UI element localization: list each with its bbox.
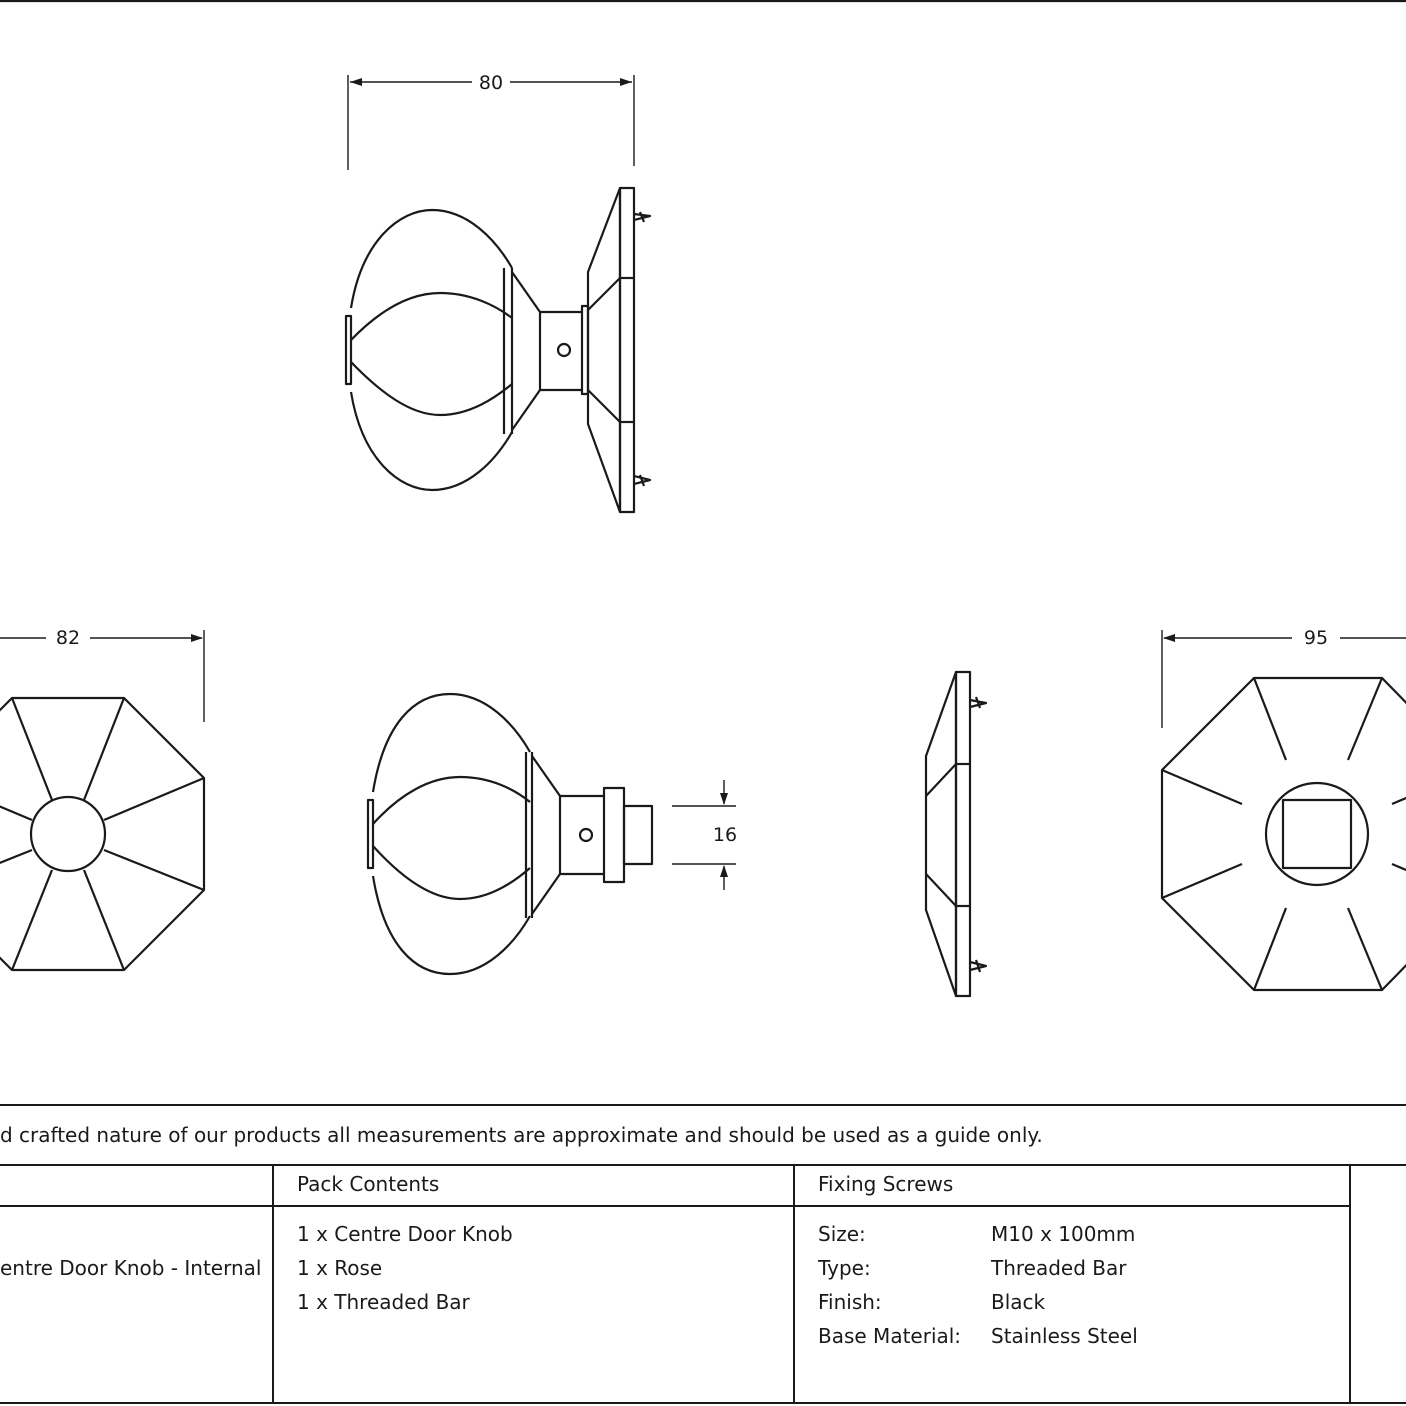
technical-drawing: 80 82 xyxy=(0,0,1406,998)
table-subheader-border xyxy=(0,1205,1350,1207)
fixing-label: Finish: xyxy=(818,1290,882,1314)
dim-front-width: 82 xyxy=(56,627,80,649)
info-table: d crafted nature of our products all mea… xyxy=(0,1104,1406,1406)
fixing-screws-header: Fixing Screws xyxy=(818,1172,954,1196)
dim-side-width: 80 xyxy=(479,72,503,94)
col-divider-3 xyxy=(1349,1164,1351,1404)
fixing-label: Size: xyxy=(818,1222,866,1246)
table-top-border xyxy=(0,1104,1406,1106)
side-view-knob-only: 16 xyxy=(366,692,737,976)
fixing-value: Stainless Steel xyxy=(991,1324,1138,1348)
dim-spindle-height: 16 xyxy=(713,824,737,846)
table-bottom-border xyxy=(0,1402,1406,1404)
front-view-knob: 82 xyxy=(0,627,206,972)
col-divider-2 xyxy=(793,1164,795,1404)
dim-rose-width: 95 xyxy=(1304,627,1328,649)
disclaimer-text: d crafted nature of our products all mea… xyxy=(0,1123,1043,1147)
pack-item: 1 x Centre Door Knob xyxy=(297,1222,513,1246)
fixing-label: Base Material: xyxy=(818,1324,962,1348)
fixing-label: Type: xyxy=(818,1256,871,1280)
fixing-value: Black xyxy=(991,1290,1046,1314)
front-view-rose: 95 xyxy=(1160,627,1406,992)
side-view-rose xyxy=(924,670,988,998)
table-header-border xyxy=(0,1164,1406,1166)
fixing-value: Threaded Bar xyxy=(991,1256,1127,1280)
side-view-knob-assembly: 80 xyxy=(344,72,652,514)
product-name: entre Door Knob - Internal xyxy=(0,1256,262,1280)
fixing-value: M10 x 100mm xyxy=(991,1222,1136,1246)
pack-item: 1 x Rose xyxy=(297,1256,383,1280)
pack-item: 1 x Threaded Bar xyxy=(297,1290,470,1314)
pack-contents-header: Pack Contents xyxy=(297,1172,440,1196)
col-divider-1 xyxy=(272,1164,274,1404)
